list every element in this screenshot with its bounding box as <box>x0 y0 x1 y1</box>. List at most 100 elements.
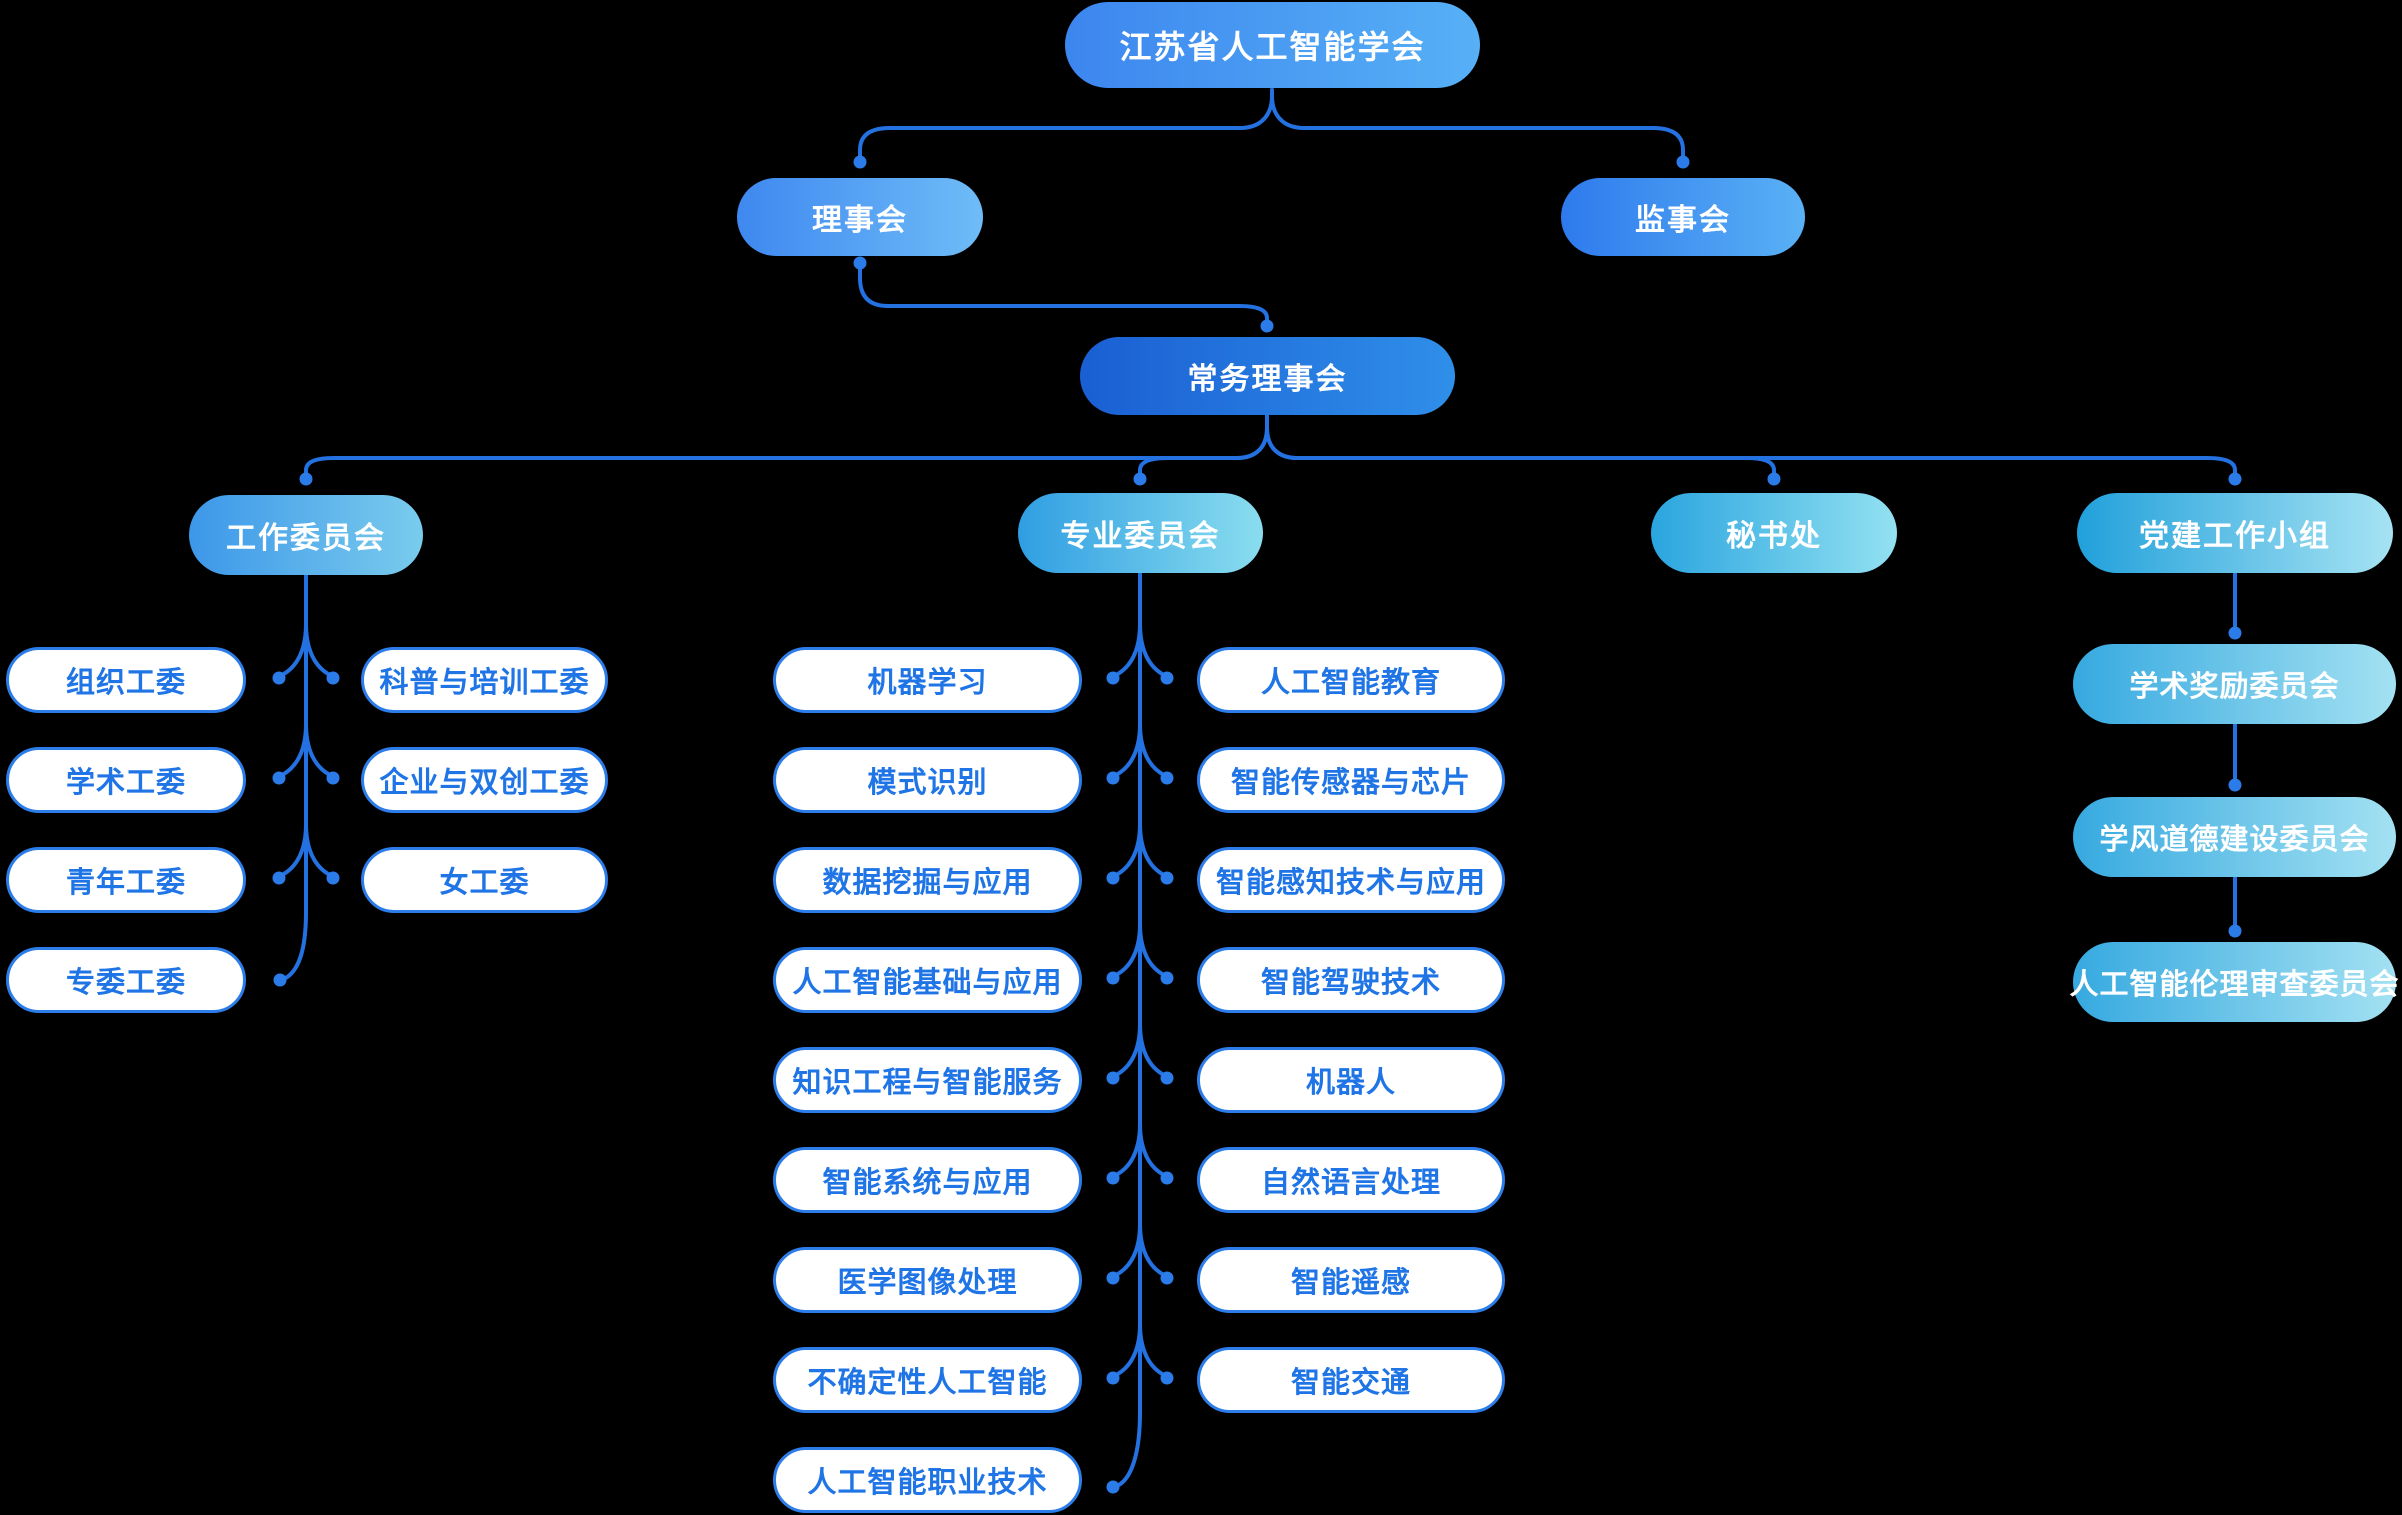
party-committee-leaf: 人工智能伦理审查委员会 <box>2070 942 2399 1022</box>
connector-dot <box>326 671 340 685</box>
connector-line <box>1138 622 1166 677</box>
connector-dot <box>272 771 286 785</box>
connector-dot <box>1133 472 1147 486</box>
node-secretariat: 秘书处 <box>1651 493 1897 573</box>
connector-dot <box>2228 626 2242 640</box>
connector-line <box>1114 1322 1142 1377</box>
node-society-root: 江苏省人工智能学会 <box>1065 2 1480 88</box>
connector-dot <box>1160 871 1174 885</box>
connector-dot <box>2228 924 2242 938</box>
connector-dot <box>1676 155 1690 169</box>
connector-dot <box>1260 319 1274 333</box>
professional-committee-leaf: 模式识别 <box>773 747 1082 813</box>
node-professional-committees: 专业委员会 <box>1018 493 1263 573</box>
connector-dot <box>1106 1371 1120 1385</box>
connector-line <box>1138 922 1166 977</box>
connector-line <box>1138 1222 1166 1277</box>
work-committee-leaf: 科普与培训工委 <box>361 647 608 713</box>
professional-committee-leaf: 人工智能职业技术 <box>773 1447 1082 1513</box>
connector-dot <box>1106 771 1120 785</box>
connector-dot <box>1106 1480 1120 1494</box>
party-committee-leaf: 学风道德建设委员会 <box>2073 797 2396 877</box>
node-board-of-supervisors: 监事会 <box>1561 178 1805 256</box>
work-committee-leaf: 组织工委 <box>6 647 246 713</box>
connector-line <box>1138 1122 1166 1177</box>
connector-dot <box>1160 671 1174 685</box>
connector-dot <box>273 973 287 987</box>
connector-line <box>1265 413 2237 479</box>
connector-dot <box>853 256 867 270</box>
connector-dot <box>1767 472 1781 486</box>
connector-line <box>1265 413 1776 479</box>
connector-dot <box>1160 1171 1174 1185</box>
connector-dot <box>1106 671 1120 685</box>
connector-line <box>1114 1222 1142 1277</box>
professional-committee-leaf: 人工智能教育 <box>1197 647 1505 713</box>
connector-line <box>858 88 1274 162</box>
connector-dot <box>326 871 340 885</box>
node-party-building-group: 党建工作小组 <box>2077 493 2393 573</box>
connector-dot <box>1106 971 1120 985</box>
connector-line <box>1270 88 1685 162</box>
professional-committee-leaf: 人工智能基础与应用 <box>773 947 1082 1013</box>
node-standing-council: 常务理事会 <box>1080 337 1455 415</box>
connector-line <box>1114 722 1142 777</box>
work-committee-leaf: 女工委 <box>361 847 608 913</box>
work-committee-leaf: 学术工委 <box>6 747 246 813</box>
connector-dot <box>1160 971 1174 985</box>
professional-committee-leaf: 机器学习 <box>773 647 1082 713</box>
connector-dot <box>1160 1271 1174 1285</box>
connector-line <box>858 261 1269 326</box>
connector-line <box>1138 1022 1166 1077</box>
work-committee-leaf: 企业与双创工委 <box>361 747 608 813</box>
connector-dot <box>1106 1071 1120 1085</box>
connector-dot <box>1160 1371 1174 1385</box>
professional-committee-leaf: 数据挖掘与应用 <box>773 847 1082 913</box>
connector-line <box>282 574 308 981</box>
professional-committee-leaf: 智能感知技术与应用 <box>1197 847 1505 913</box>
node-work-committees: 工作委员会 <box>189 495 423 575</box>
connector-dot <box>272 671 286 685</box>
connector-line <box>1114 922 1142 977</box>
connector-line <box>1114 622 1142 677</box>
connector-line <box>1114 822 1142 877</box>
connector-line <box>304 722 332 777</box>
connector-line <box>304 822 332 877</box>
connector-line <box>304 622 332 677</box>
professional-committee-leaf: 自然语言处理 <box>1197 1147 1505 1213</box>
connector-line <box>280 722 308 777</box>
professional-committee-leaf: 医学图像处理 <box>773 1247 1082 1313</box>
professional-committee-leaf: 智能遥感 <box>1197 1247 1505 1313</box>
node-board-of-directors: 理事会 <box>737 178 983 256</box>
connector-line <box>1115 572 1142 1488</box>
connector-dot <box>299 472 313 486</box>
work-committee-leaf: 专委工委 <box>6 947 246 1013</box>
professional-committee-leaf: 机器人 <box>1197 1047 1505 1113</box>
connector-line <box>304 413 1269 479</box>
connector-line <box>280 822 308 877</box>
connector-line <box>1138 722 1166 777</box>
connector-dot <box>326 771 340 785</box>
connector-line <box>1138 1322 1166 1377</box>
connector-dot <box>1106 1271 1120 1285</box>
connector-line <box>280 622 308 677</box>
connector-dot <box>2228 472 2242 486</box>
professional-committee-leaf: 知识工程与智能服务 <box>773 1047 1082 1113</box>
connector-line <box>1114 1022 1142 1077</box>
connector-line <box>1138 413 1269 479</box>
professional-committee-leaf: 智能传感器与芯片 <box>1197 747 1505 813</box>
connector-dot <box>1106 1171 1120 1185</box>
professional-committee-leaf: 不确定性人工智能 <box>773 1347 1082 1413</box>
connector-dot <box>853 155 867 169</box>
connector-dot <box>1160 1071 1174 1085</box>
connector-dot <box>2228 778 2242 792</box>
connector-line <box>1114 1122 1142 1177</box>
connector-dot <box>1106 871 1120 885</box>
professional-committee-leaf: 智能系统与应用 <box>773 1147 1082 1213</box>
party-committee-leaf: 学术奖励委员会 <box>2073 644 2396 724</box>
professional-committee-leaf: 智能交通 <box>1197 1347 1505 1413</box>
connector-dot <box>272 871 286 885</box>
professional-committee-leaf: 智能驾驶技术 <box>1197 947 1505 1013</box>
